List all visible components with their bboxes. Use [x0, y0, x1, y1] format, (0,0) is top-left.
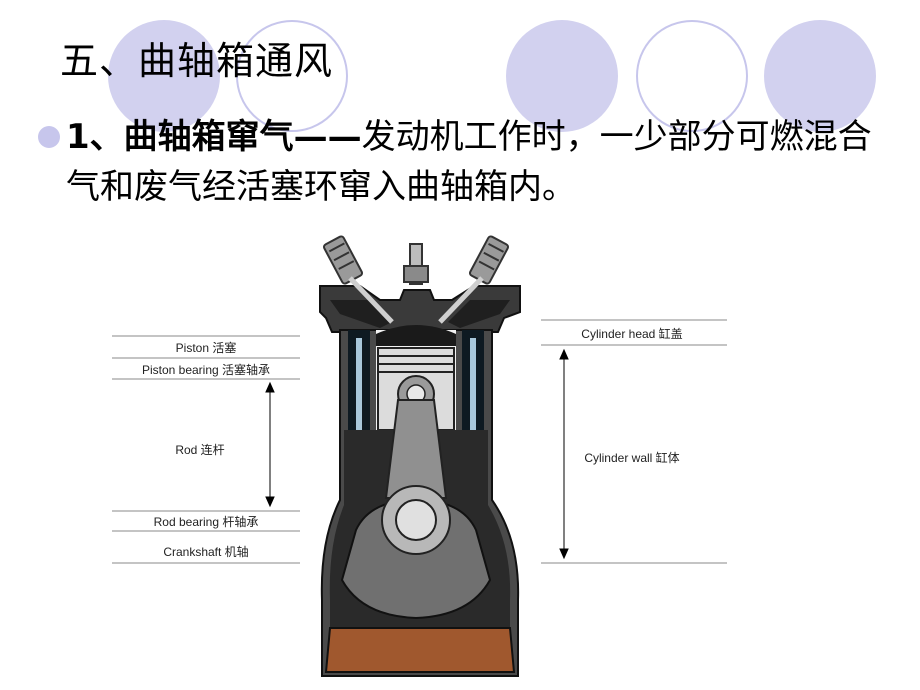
decorative-circle-3: [506, 20, 618, 132]
label-cylinder-head: Cylinder head 缸盖: [581, 326, 682, 341]
oil-sump: [324, 627, 516, 673]
connecting-rod: [384, 399, 448, 499]
bullet-paragraph: 1、曲轴箱窜气——发动机工作时，一少部分可燃混合气和废气经活塞环窜入曲轴箱内。: [66, 112, 886, 212]
cylinder-wall-arrow: [559, 348, 569, 560]
bullet-lead: 1、曲轴箱窜气——: [66, 117, 362, 157]
decorative-circle-4: [636, 20, 748, 132]
decorative-circle-2: [236, 20, 348, 132]
label-crankshaft: Crankshaft 机轴: [163, 544, 248, 559]
right-valve-spring: [469, 235, 509, 285]
label-cylinder-wall: Cylinder wall 缸体: [584, 450, 679, 465]
label-piston-bearing: Piston bearing 活塞轴承: [142, 362, 270, 377]
bullet-text: 发动机工作时，一少部分可燃混合气和废气经活塞环窜入曲轴箱内。: [66, 117, 872, 207]
rod-arrow: [265, 381, 275, 508]
decorative-circle-1: [108, 20, 220, 132]
left-leader-lines: [112, 335, 300, 564]
engine-cross-section: [319, 235, 521, 677]
label-rod: Rod 连杆: [175, 442, 224, 457]
decorative-circle-5: [764, 20, 876, 132]
bullet-dot: [38, 126, 60, 148]
slide-title: 五、曲轴箱通风: [60, 39, 334, 83]
left-valve-spring: [323, 235, 363, 285]
right-leader-lines: [541, 319, 727, 564]
label-piston: Piston 活塞: [176, 340, 237, 355]
label-rod-bearing: Rod bearing 杆轴承: [154, 514, 259, 529]
